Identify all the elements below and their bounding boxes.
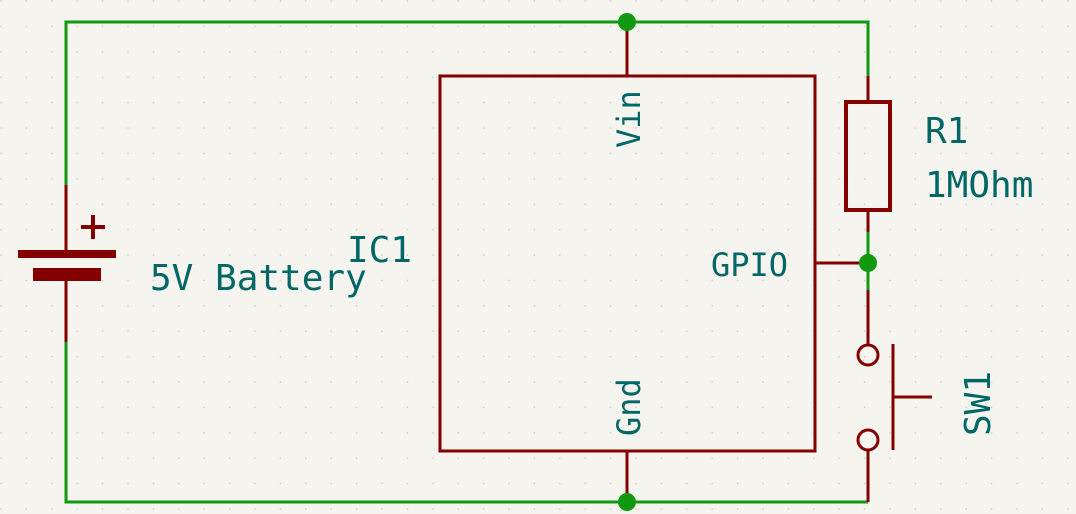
battery-symbol[interactable] [18, 215, 116, 281]
resistor-body[interactable] [844, 100, 892, 212]
resistor-value-label: 1MOhm [925, 165, 1033, 206]
junctions [618, 13, 877, 511]
switch-symbol[interactable] [856, 343, 932, 452]
junction-gpio[interactable] [859, 254, 877, 272]
switch-ref-label: SW1 [958, 371, 999, 436]
gpio-pin-label: GPIO [711, 246, 788, 284]
vin-pin-label: Vin [610, 90, 648, 148]
battery-plate-long [18, 250, 116, 258]
ic-body[interactable] [438, 74, 817, 453]
gnd-pin-label: Gnd [610, 378, 648, 436]
junction-bottom[interactable] [618, 493, 636, 511]
battery-plus-icon [81, 215, 105, 239]
junction-top[interactable] [618, 13, 636, 31]
wire-top[interactable] [64, 20, 870, 185]
switch-contact-bottom [856, 428, 880, 452]
resistor-ref-label: R1 [925, 111, 968, 152]
switch-contact-top [856, 343, 880, 367]
battery-label: 5V Battery [150, 258, 367, 299]
wire-bottom[interactable] [64, 342, 868, 504]
battery-plate-short [33, 268, 101, 281]
ic-ref-label: IC1 [347, 230, 412, 271]
